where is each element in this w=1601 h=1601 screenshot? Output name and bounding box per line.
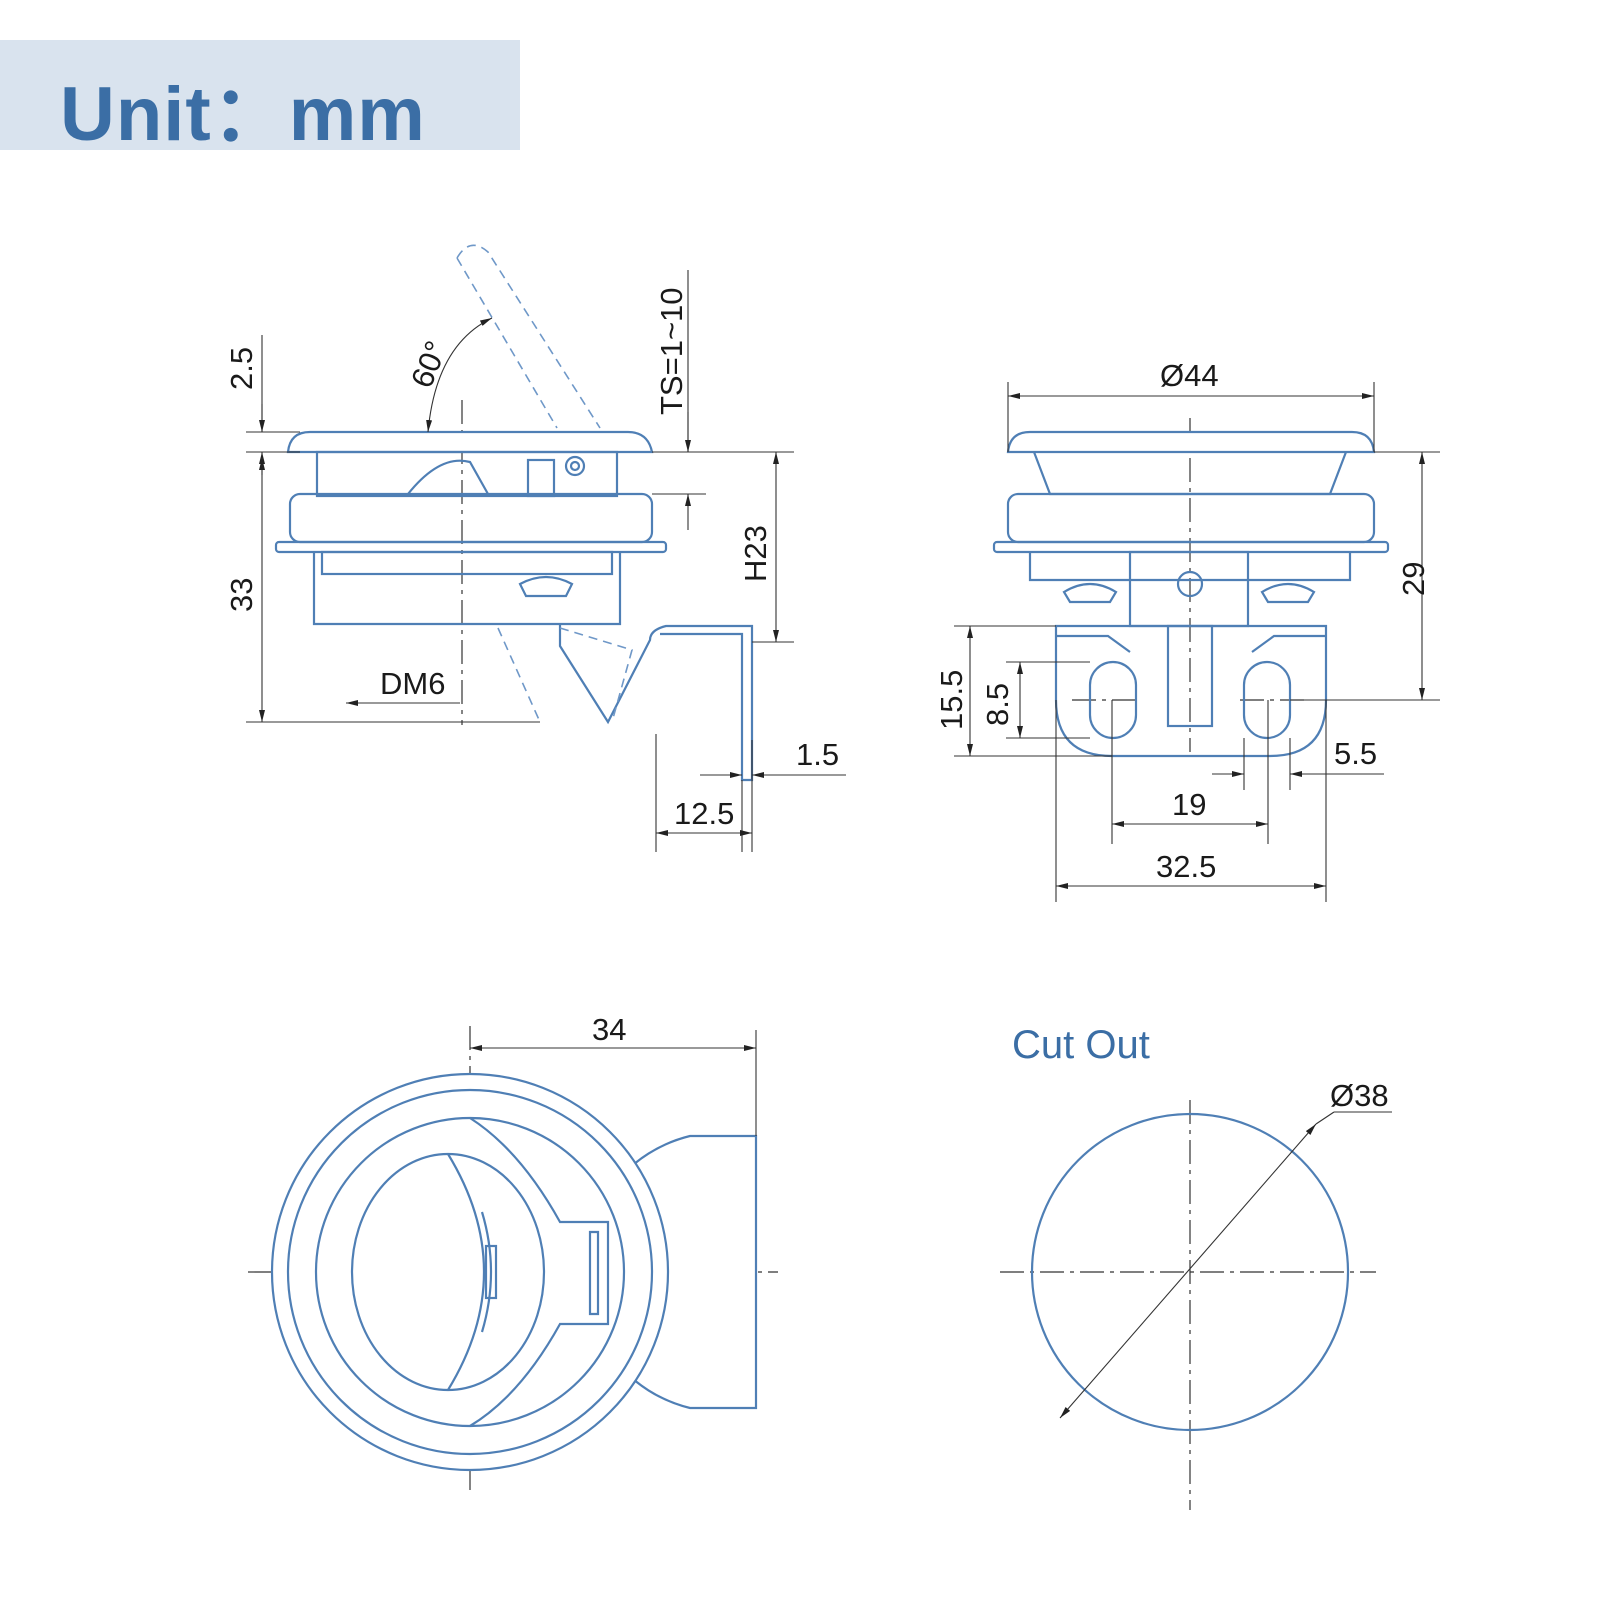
front-screw-right	[1260, 582, 1316, 604]
dim-front-diameter: Ø44	[1160, 358, 1219, 393]
unit-label: Unit：mm	[60, 72, 426, 157]
dim-cam-thickness: 1.5	[796, 737, 839, 772]
front-slot-left	[1088, 660, 1138, 740]
front-view: Ø44 29 15.5 8.5 19 5.5 32.5	[934, 358, 1440, 902]
dim-angle: 60°	[404, 336, 454, 393]
side-lever	[407, 459, 489, 495]
side-handle-raised	[456, 244, 601, 429]
top-outer-ring	[270, 1072, 670, 1472]
cut-out-view: Cut Out Ø38	[1000, 1023, 1392, 1510]
dim-direction: DM6	[380, 666, 445, 701]
dim-top-flange: 2.5	[224, 347, 259, 390]
side-view: 2.5 33 60° TS=1~10 H23 DM6 1.5 12.5	[224, 244, 846, 852]
dim-slot-height: 8.5	[980, 683, 1015, 726]
front-base-plate	[1054, 624, 1328, 758]
side-screw	[518, 575, 574, 598]
top-handle-shoulder	[469, 1117, 610, 1427]
dim-top-radius-offset: 34	[592, 1012, 626, 1047]
cut-out-title: Cut Out	[1012, 1023, 1150, 1067]
front-top-cap	[1006, 430, 1376, 454]
dim-slot-width: 5.5	[1334, 736, 1377, 771]
side-pin	[564, 455, 586, 477]
cut-out-circle	[1030, 1112, 1350, 1432]
dim-cam-offset: 12.5	[674, 796, 734, 831]
front-stem	[1166, 624, 1214, 728]
side-lower-housing	[312, 552, 622, 626]
side-top-cap	[286, 430, 654, 454]
top-slot	[484, 1244, 498, 1300]
front-flange-body	[1006, 492, 1376, 544]
unit-banner	[0, 40, 520, 150]
top-middle-ring	[286, 1088, 654, 1456]
side-latch-block	[526, 458, 556, 498]
dim-thickness: TS=1~10	[654, 287, 689, 415]
dim-h: H23	[738, 525, 773, 582]
dim-front-height: 29	[1396, 562, 1431, 596]
side-flange-body	[288, 492, 654, 544]
dim-cut-out-diameter: Ø38	[1330, 1078, 1389, 1113]
dim-base-width: 32.5	[1156, 849, 1216, 884]
side-upper-body	[315, 450, 619, 498]
dim-total-height: 33	[224, 578, 259, 612]
front-center-block	[1128, 550, 1250, 628]
dim-slot-spacing: 19	[1172, 787, 1206, 822]
front-pin	[1176, 570, 1204, 598]
front-flange-base	[992, 540, 1390, 554]
side-flange-base	[274, 540, 668, 554]
dim-body-height: 15.5	[934, 670, 969, 730]
top-view: 34	[248, 1012, 778, 1496]
front-screw-left	[1062, 582, 1118, 604]
